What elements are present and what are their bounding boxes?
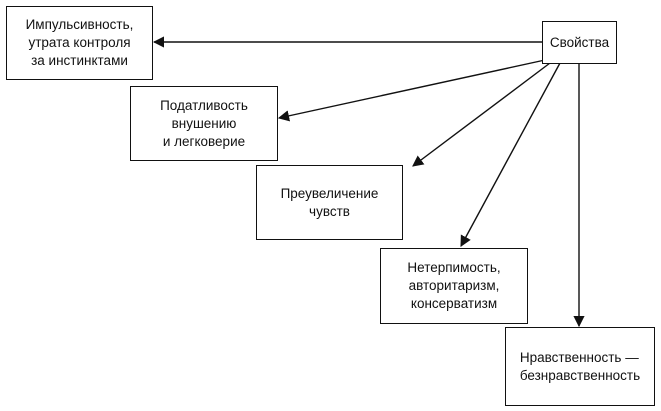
node-morality: Нравственность — безнравственность [505, 327, 655, 406]
node-intolerance: Нетерпимость, авторитаризм, консерватизм [380, 248, 528, 324]
arrow-to-exaggeration [412, 62, 551, 167]
source-node: Свойства [542, 21, 617, 64]
node-morality-label: Нравственность — безнравственность [519, 349, 641, 383]
node-impulsivity-label: Импульсивность, утрата контроля за инсти… [25, 17, 134, 68]
node-exaggeration: Преувеличение чувств [256, 165, 403, 240]
node-exaggeration-label: Преувеличение чувств [280, 185, 379, 219]
node-intolerance-label: Нетерпимость, авторитаризм, консерватизм [407, 260, 501, 311]
node-impulsivity: Импульсивность, утрата контроля за инсти… [6, 6, 153, 80]
arrow-to-suggestibility [277, 59, 546, 122]
arrow-to-intolerance [460, 62, 561, 247]
source-node-label: Свойства [549, 34, 610, 50]
node-suggestibility: Податливость внушению и легковерие [130, 86, 278, 161]
node-suggestibility-label: Податливость внушению и легковерие [160, 97, 248, 149]
